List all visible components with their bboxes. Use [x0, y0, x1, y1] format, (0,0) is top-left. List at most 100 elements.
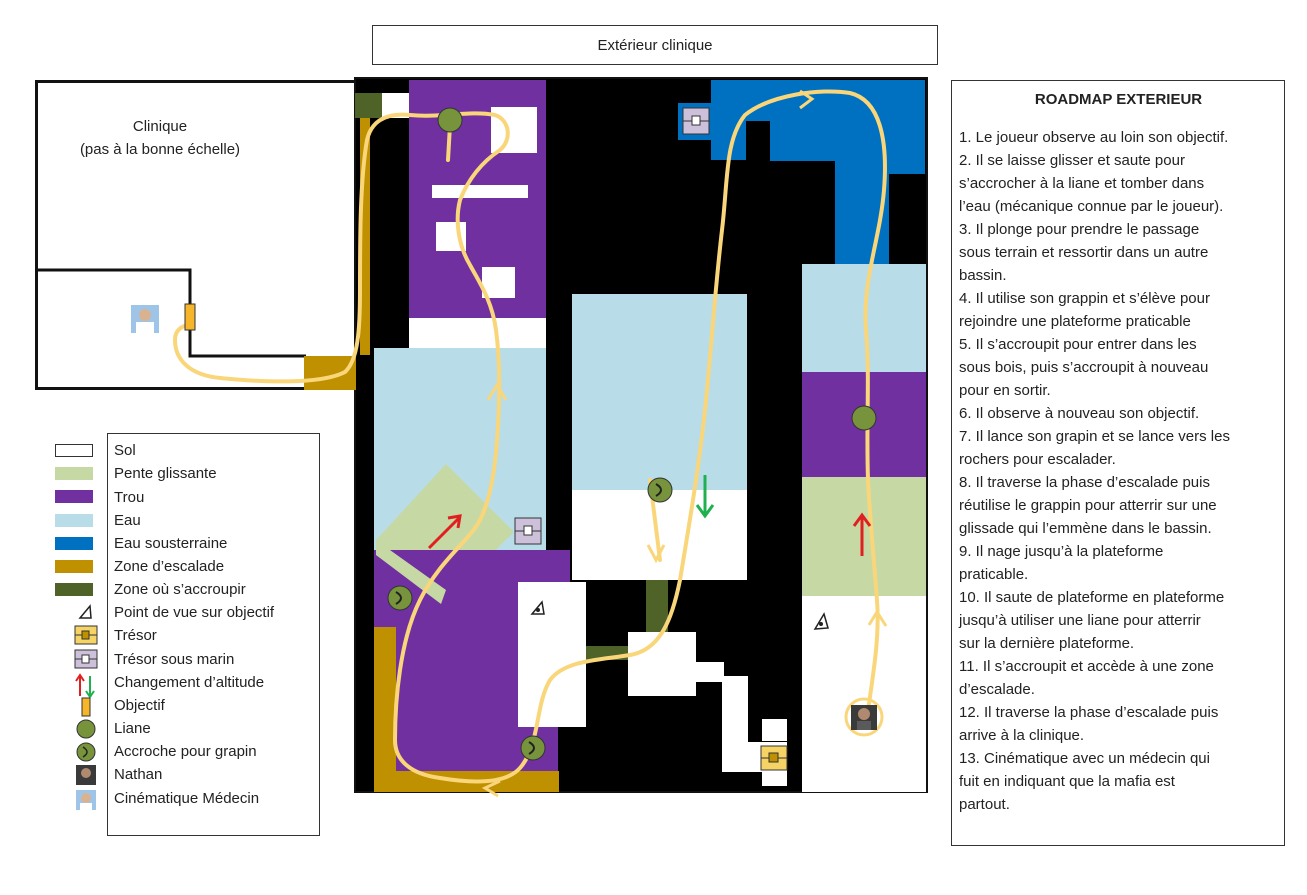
nathan-portrait-icon [844, 697, 884, 737]
platform [491, 107, 537, 153]
legend-swatch-escalade [55, 560, 93, 573]
platform [482, 267, 515, 298]
ground-bottom-left [518, 582, 586, 727]
roadmap-panel: ROADMAP EXTERIEUR 1. Le joueur observe a… [951, 80, 1285, 846]
eye-icon [78, 604, 92, 619]
roadmap-step-line: 10. Il saute de plateforme en plateforme [959, 589, 1225, 606]
legend-label: Changement d’altitude [114, 674, 265, 691]
objective-icon [81, 697, 91, 717]
underwater-treasure-icon [74, 649, 98, 669]
treasure-icon [760, 745, 788, 771]
roadmap-step-line: 1. Le joueur observe au loin son objecti… [959, 129, 1229, 146]
objective-icon [184, 303, 196, 331]
altitude-arrow-up [852, 512, 872, 556]
grapple-icon [387, 585, 413, 611]
underground-water [711, 80, 925, 264]
path-arrow [481, 779, 501, 798]
legend-swatch-eau [55, 514, 93, 527]
clinic-area [35, 80, 357, 390]
roadmap-step-line: 12. Il traverse la phase d’escalade puis [959, 704, 1219, 721]
doctor-portrait-icon [76, 790, 96, 810]
doctor-portrait-icon [131, 305, 159, 333]
water-center [572, 294, 747, 490]
ground-bridge [409, 318, 546, 348]
slope-right [802, 477, 926, 596]
legend-swatch-eau-sous [55, 537, 93, 550]
roadmap-step-line: jusqu’à utiliser une liane pour atterrir [959, 612, 1201, 629]
legend-label: Eau [114, 512, 141, 529]
climb-zone-vertical [360, 118, 370, 355]
roadmap-step-line: rejoindre une plateforme praticable [959, 313, 1191, 330]
eye-icon [813, 612, 829, 630]
legend-icons [74, 604, 98, 810]
roadmap-step-line: sous bois, puis s’accroupit à nouveau [959, 359, 1209, 376]
roadmap-title: ROADMAP EXTERIEUR [1034, 91, 1203, 108]
legend-swatch-accroupir [55, 583, 93, 596]
legend-label: Objectif [114, 697, 165, 714]
clinic-label: Clinique (pas à la bonne échelle) [79, 118, 241, 158]
legend-label: Point de vue sur objectif [114, 604, 275, 621]
map-title: Extérieur clinique [372, 25, 938, 65]
underwater-treasure-icon [514, 517, 542, 545]
roadmap-step-line: 4. Il utilise son grappin et s’élève pou… [959, 290, 1210, 307]
treasure-icon [74, 625, 98, 645]
legend-label: Nathan [114, 766, 163, 783]
vine-icon [851, 405, 877, 431]
underwater-treasure-icon [682, 107, 710, 135]
roadmap-step-line: partout. [959, 796, 1010, 813]
roadmap-step-line: 3. Il plonge pour prendre le passage [959, 221, 1200, 238]
legend-swatch-trou [55, 490, 93, 503]
hole-bottom-left [374, 550, 570, 792]
legend-label: Accroche pour grapin [114, 743, 257, 760]
legend-box [107, 433, 320, 836]
legend-label: Zone d’escalade [114, 558, 225, 575]
roadmap-step-line: réutilise le grappin pour atterrir sur u… [959, 497, 1217, 514]
crouch-zone-top [355, 93, 382, 118]
legend-label: Trou [114, 489, 145, 506]
crouch-zone-center [646, 580, 668, 632]
legend-swatch-pente [55, 467, 93, 480]
roadmap-step-line: 6. Il observe à nouveau son objectif. [959, 405, 1200, 422]
roadmap-step-line: 13. Cinématique avec un médecin qui [959, 750, 1210, 767]
legend-swatch-sol [55, 444, 93, 457]
roadmap-step-line: l’eau (mécanique connue par le joueur). [959, 198, 1224, 215]
path-arrow [799, 89, 815, 110]
roadmap-step-line: praticable. [959, 566, 1029, 583]
nathan-portrait-icon [76, 765, 96, 785]
roadmap-step-line: s’accrocher à la liane et tomber dans [959, 175, 1205, 192]
path-arrow [486, 382, 508, 401]
roadmap-step-line: 9. Il nage jusqu’à la plateforme [959, 543, 1164, 560]
legend-label: Trésor [114, 627, 157, 644]
roadmap-step-line: 7. Il lance son grapin et se lance vers … [959, 428, 1230, 445]
grapple-icon [520, 735, 546, 761]
altitude-arrow-down [695, 475, 715, 519]
roadmap-step-line: rochers pour escalader. [959, 451, 1116, 468]
legend-label: Pente glissante [114, 465, 217, 482]
eye-icon [530, 600, 545, 615]
platform [432, 185, 528, 198]
climb-zone-entrance [304, 356, 356, 390]
legend-label: Zone où s’accroupir [114, 581, 246, 598]
legend-label: Eau sousterraine [114, 535, 228, 552]
climb-zone-left [374, 627, 396, 792]
roadmap-step-line: 11. Il s’accroupit et accède à une zone [959, 658, 1214, 675]
roadmap-step-line: arrive à la clinique. [959, 727, 1085, 744]
legend-label: Liane [114, 720, 151, 737]
grapple-icon [647, 477, 673, 503]
roadmap-step-line: d’escalade. [959, 681, 1035, 698]
roadmap-step-line: glissade qui l’emmène dans le bassin. [959, 520, 1212, 537]
grapple-icon [76, 742, 96, 762]
legend-label: Trésor sous marin [114, 651, 235, 668]
roadmap-step-line: sous terrain et ressortir dans un autre [959, 244, 1209, 261]
path-arrow [646, 544, 666, 564]
legend-label: Cinématique Médecin [114, 790, 260, 807]
roadmap-steps: 1. Le joueur observe au loin son objecti… [959, 126, 1278, 816]
ground-small [628, 632, 696, 696]
roadmap-step-line: 5. Il s’accroupit pour entrer dans les [959, 336, 1197, 353]
roadmap-step-line: sur la dernière plateforme. [959, 635, 1135, 652]
legend-label: Sol [114, 442, 136, 459]
vine-icon [76, 719, 96, 739]
altitude-arrows-icon [75, 673, 95, 699]
roadmap-step-line: pour en sortir. [959, 382, 1051, 399]
